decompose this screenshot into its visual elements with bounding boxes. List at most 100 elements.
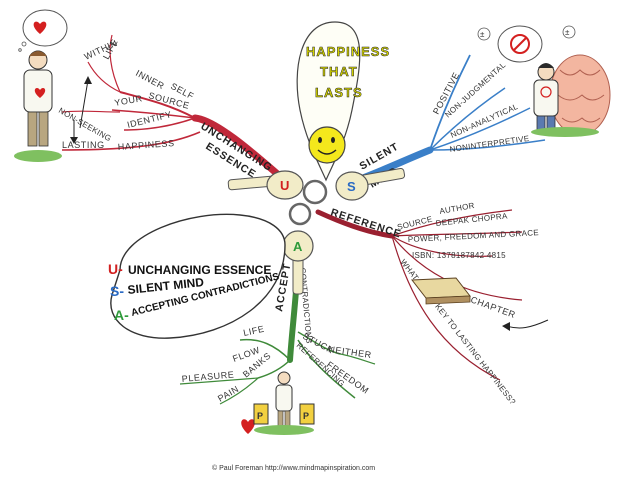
label-pain: PAIN <box>216 384 241 404</box>
neither-branch <box>339 353 376 365</box>
no-symbol-icon <box>510 34 530 54</box>
legend-group: U- UNCHANGING ESSENCE S- SILENT MIND A- … <box>108 213 286 339</box>
person-brain-illustration: ± ± <box>477 25 611 137</box>
key-a: A <box>282 230 314 295</box>
legend-s-letter: S- <box>110 283 124 299</box>
p-sign-glyph: P <box>257 411 264 421</box>
p-sign-left <box>253 403 269 425</box>
grass <box>254 425 314 435</box>
title-line-2: THAT <box>320 64 358 79</box>
arrow-icon <box>505 319 549 329</box>
reference-main-branch <box>315 209 395 239</box>
unchanging-main-branch <box>191 114 286 182</box>
label-pleasure: PLEASURE <box>181 369 234 384</box>
referencing-branch <box>297 339 356 399</box>
person-heart-illustration <box>14 9 68 162</box>
label-isbn: ISBN: 1378187842 4815 <box>412 251 506 260</box>
label-source: SOURCE <box>396 214 433 231</box>
label-lasting: LASTING <box>62 140 105 150</box>
key-a-letter: A <box>293 239 303 254</box>
bubble-dot <box>18 48 22 52</box>
key-s: S <box>335 167 406 201</box>
person-leg <box>27 111 38 147</box>
label-life: LIFE <box>242 324 265 338</box>
smiley-eye <box>318 137 322 143</box>
key-s-head <box>335 171 369 201</box>
person-body <box>275 384 293 412</box>
key-u-letter: U <box>280 178 289 193</box>
label-noninterpretive: NONINTERPRETIVE <box>449 134 530 154</box>
non-seeking-branch <box>61 110 121 113</box>
label-inner: INNER <box>134 68 166 91</box>
book-cover <box>411 277 471 299</box>
arrow-head-icon <box>70 137 78 144</box>
plus-minus-icon <box>477 27 491 41</box>
book-icon <box>411 277 471 305</box>
central-title-group: HAPPINESS THAT LASTS <box>296 21 390 182</box>
non-analytical-branch <box>429 107 531 151</box>
person-leg <box>284 410 291 428</box>
source-branch <box>391 209 513 237</box>
label-happiness: HAPPINESS <box>117 138 174 152</box>
grass <box>14 150 62 162</box>
noninterpretive-branch <box>429 139 546 151</box>
non-judgmental-branch <box>429 87 506 151</box>
legend-u-text: UNCHANGING ESSENCE <box>128 263 271 277</box>
smiley-icon <box>308 126 346 164</box>
p-sign-right <box>299 403 315 425</box>
plus-minus-glyph: ± <box>565 28 570 37</box>
identify-branch <box>123 117 196 131</box>
lasting-happiness-branch <box>61 131 201 151</box>
key-ring <box>302 179 328 205</box>
bubble-dot <box>21 41 27 47</box>
life-branch <box>109 34 121 93</box>
brain-icon <box>549 54 611 136</box>
person-head <box>277 371 291 385</box>
title-line-3: LASTS <box>315 85 363 100</box>
key-u: U <box>227 170 304 200</box>
heart-icon <box>34 87 46 98</box>
unchanging-branch-group: LIFE WITHIN INNER SELF YOUR SOURCE IDENT… <box>57 34 286 182</box>
p-sign-glyph: P <box>303 411 310 421</box>
pleasure-branch <box>179 377 259 385</box>
no-symbol-slash <box>513 37 527 51</box>
arrow-head-icon <box>84 76 92 84</box>
brain-folds <box>557 69 605 123</box>
heart-icon <box>241 419 255 434</box>
smiley-eye <box>331 137 335 143</box>
person-hair <box>29 51 47 56</box>
label-book-title: POWER, FREEDOM AND GRACE <box>408 228 540 244</box>
person-leg <box>277 410 284 428</box>
isbn-branch <box>391 235 493 257</box>
person-scales-illustration: P P <box>241 371 315 435</box>
book-pages <box>425 295 471 305</box>
person-body <box>533 79 559 117</box>
your-source-branch <box>111 109 196 119</box>
legend-balloon <box>110 213 286 339</box>
label-neither: NEITHER <box>328 344 373 360</box>
within-branch <box>87 61 121 93</box>
book-title-branch <box>391 231 523 237</box>
smiley-mouth <box>317 149 337 155</box>
title-line-1: HAPPINESS <box>306 44 390 59</box>
up-arrow-icon <box>79 79 89 129</box>
life-flow-branch <box>239 338 291 361</box>
banks-branch <box>257 359 291 379</box>
pain-branch <box>219 377 259 405</box>
key-ring <box>288 202 312 226</box>
credit-text: © Paul Foreman http://www.mindmapinspira… <box>212 464 375 472</box>
stuck-branch <box>297 331 341 355</box>
arrow-head-icon <box>502 322 510 331</box>
heart-icon <box>33 21 47 34</box>
keyring-group: U S A <box>227 167 406 295</box>
key-s-letter: S <box>347 179 356 194</box>
plus-minus-icon <box>562 25 576 39</box>
silent-branch-group: POSITIVE NON-JUDGMENTAL NON-ANALYTICAL N… <box>348 54 546 191</box>
plus-minus-glyph: ± <box>480 30 485 39</box>
legend-u-letter: U- <box>108 261 123 277</box>
positive-branch <box>429 54 471 151</box>
person-leg <box>38 111 49 147</box>
inner-self-branch <box>119 91 196 119</box>
legend-a-letter: A- <box>114 307 129 323</box>
